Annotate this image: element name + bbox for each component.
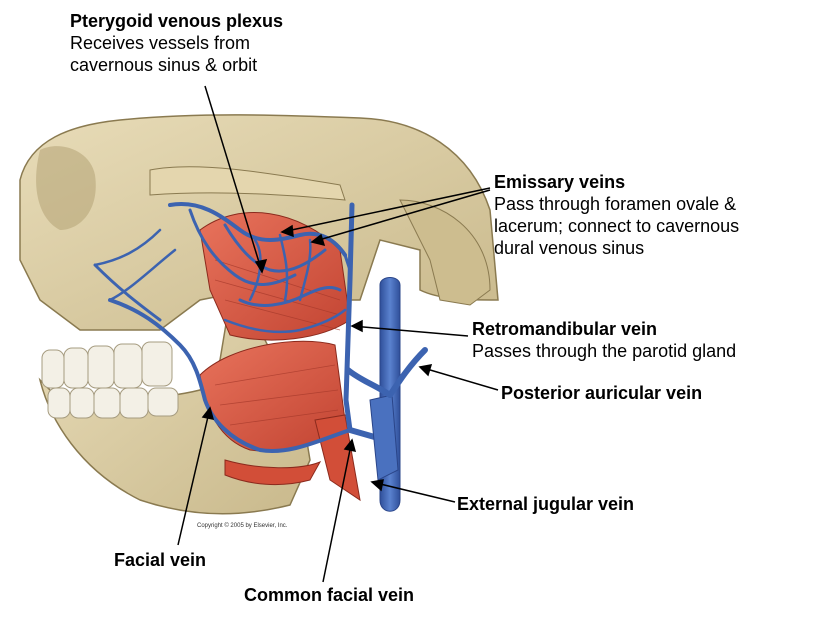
leader-common-facial [322,439,353,583]
label-desc-line: dural venous sinus [494,238,645,258]
posterior-muscle [314,414,361,502]
label-posterior-auricular-vein: Posterior auricular vein [501,382,702,404]
label-desc-line: cavernous sinus & orbit [70,55,258,75]
posterior-auricular-vessel [387,347,428,398]
leader-lines [177,85,499,583]
muscle-fibers [214,259,341,426]
label-desc-line: Receives vessels from [70,33,251,53]
label-title: Retromandibular vein [472,319,658,339]
label-pterygoid-venous-plexus: Pterygoid venous plexus Receives vessels… [70,10,283,76]
orbit-shadow [36,146,96,230]
lower-muscle-strip [224,459,322,486]
leader-emissary-2 [311,189,491,243]
label-desc-line: Pass through foramen ovale & [494,194,737,214]
label-external-jugular-vein: External jugular vein [457,493,634,515]
teeth [41,341,179,419]
label-emissary-veins: Emissary veins Pass through foramen oval… [494,171,739,259]
copyright-note: Copyright © 2005 by Elsevier, Inc. [197,523,288,529]
external-jugular-vessel [369,394,399,481]
leader-external-jugular [371,481,456,503]
label-facial-vein: Facial vein [114,549,206,571]
retromandibular-branch [345,367,393,398]
label-common-facial-vein: Common facial vein [244,584,414,606]
leader-posterior-auricular [419,366,499,391]
label-title: Pterygoid venous plexus [70,11,284,31]
leader-facial [177,407,211,546]
label-title: Posterior auricular vein [501,383,703,403]
label-title: Emissary veins [494,172,626,192]
label-retromandibular-vein: Retromandibular vein Passes through the … [472,318,736,362]
leader-pterygoid [204,85,263,273]
label-title: External jugular vein [457,494,635,514]
label-title: Facial vein [114,550,207,570]
label-desc-line: Passes through the parotid gland [472,341,737,361]
leader-retromandibular [351,325,469,337]
zygomatic-arch [149,166,346,201]
label-title: Common facial vein [244,585,415,605]
label-desc-line: lacerum; connect to cavernous [494,216,740,236]
leader-emissary-1 [281,187,491,233]
